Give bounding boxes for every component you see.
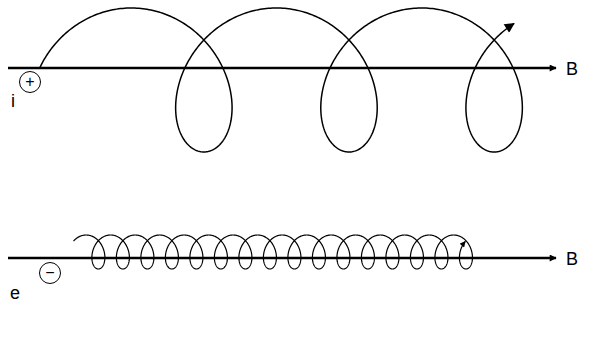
electron-trajectory bbox=[74, 235, 473, 269]
charge-circle: + bbox=[19, 71, 41, 93]
field-label: B bbox=[566, 60, 578, 78]
field-line bbox=[8, 67, 556, 70]
charge-sign: + bbox=[25, 74, 34, 90]
charge-circle: − bbox=[39, 262, 61, 284]
field-line bbox=[8, 257, 556, 260]
particle-label: e bbox=[10, 284, 20, 302]
charge-sign: − bbox=[45, 265, 54, 281]
field-label: B bbox=[566, 250, 578, 268]
particle-label: i bbox=[11, 92, 15, 110]
ion-trajectory bbox=[40, 8, 523, 152]
